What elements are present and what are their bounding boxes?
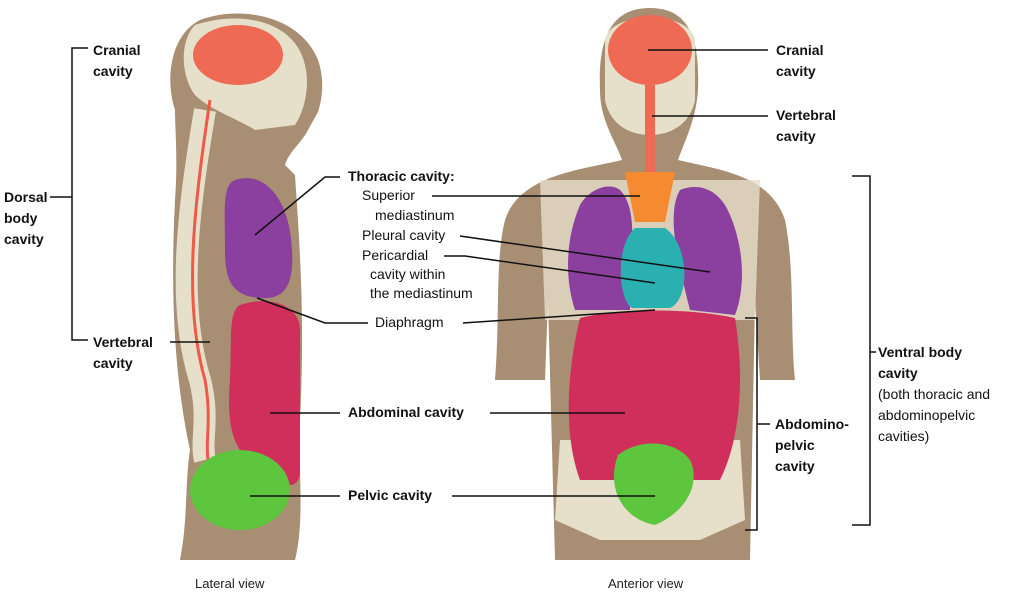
ventral-label-2: cavity [878,365,918,381]
lateral-spine [175,108,216,463]
ventral-label-1: Ventral body [878,344,963,360]
lateral-thoracic-cavity [224,178,293,299]
leader-lines [50,47,876,531]
anterior-view-caption: Anterior view [608,576,684,591]
vertebral-left-label-2: cavity [93,355,133,371]
cranial-right-label-1: Cranial [776,42,824,58]
ventral-note-1: (both thoracic and [878,386,991,402]
pelvic-label: Pelvic cavity [348,487,433,503]
ventral-note-3: cavities) [878,428,930,444]
abdominal-label: Abdominal cavity [348,404,464,420]
cranial-left-label-1: Cranial [93,42,141,58]
ventral-note-2: abdominopelvic [878,407,976,423]
pericardial-label-2: cavity within [370,266,446,282]
vertebral-left-label-1: Vertebral [93,334,153,350]
superior-label-1: Superior [362,187,415,203]
anterior-pelvic-cavity [613,443,694,525]
pericardial-label-1: Pericardial [362,247,429,263]
diaphragm-leader [256,297,656,324]
abdominopelvic-bracket [745,317,770,531]
diaphragm-label: Diaphragm [375,314,444,330]
ventral-bracket [852,175,876,526]
lateral-pelvic-cavity [190,450,290,530]
anterior-figure [495,8,795,560]
anterior-abdominal-cavity [568,310,740,480]
lateral-spinal-canal [191,99,212,461]
dorsal-label-3: cavity [4,231,44,247]
pericardial-leader [444,255,656,284]
lateral-figure [170,13,323,560]
lateral-cranial-cavity [193,25,283,85]
pericardial-label-3: the mediastinum [370,285,473,301]
anterior-vertebral-cavity [645,85,655,175]
vertebral-right-label-2: cavity [776,128,816,144]
pleural-leader [459,235,711,273]
lateral-abdominal-cavity [229,301,300,485]
cranial-right-label-2: cavity [776,63,816,79]
anterior-superior-mediastinum [625,172,675,222]
anterior-right-pleural-cavity [673,187,742,315]
abdominopelvic-label-3: cavity [775,458,815,474]
anterior-pericardial-cavity [620,228,685,308]
thoracic-leader [254,176,340,236]
anterior-left-pleural-cavity [568,186,633,310]
cranial-left-label-2: cavity [93,63,133,79]
vertebral-right-label-1: Vertebral [776,107,836,123]
abdominopelvic-label-2: pelvic [775,437,815,453]
pleural-label: Pleural cavity [362,227,446,243]
abdominopelvic-label-1: Abdomino- [775,416,849,432]
lateral-view-caption: Lateral view [195,576,265,591]
thoracic-label: Thoracic cavity: [348,168,455,184]
dorsal-label-1: Dorsal [4,189,48,205]
dorsal-bracket [50,47,88,341]
superior-label-2: mediastinum [375,207,455,223]
dorsal-label-2: body [4,210,38,226]
